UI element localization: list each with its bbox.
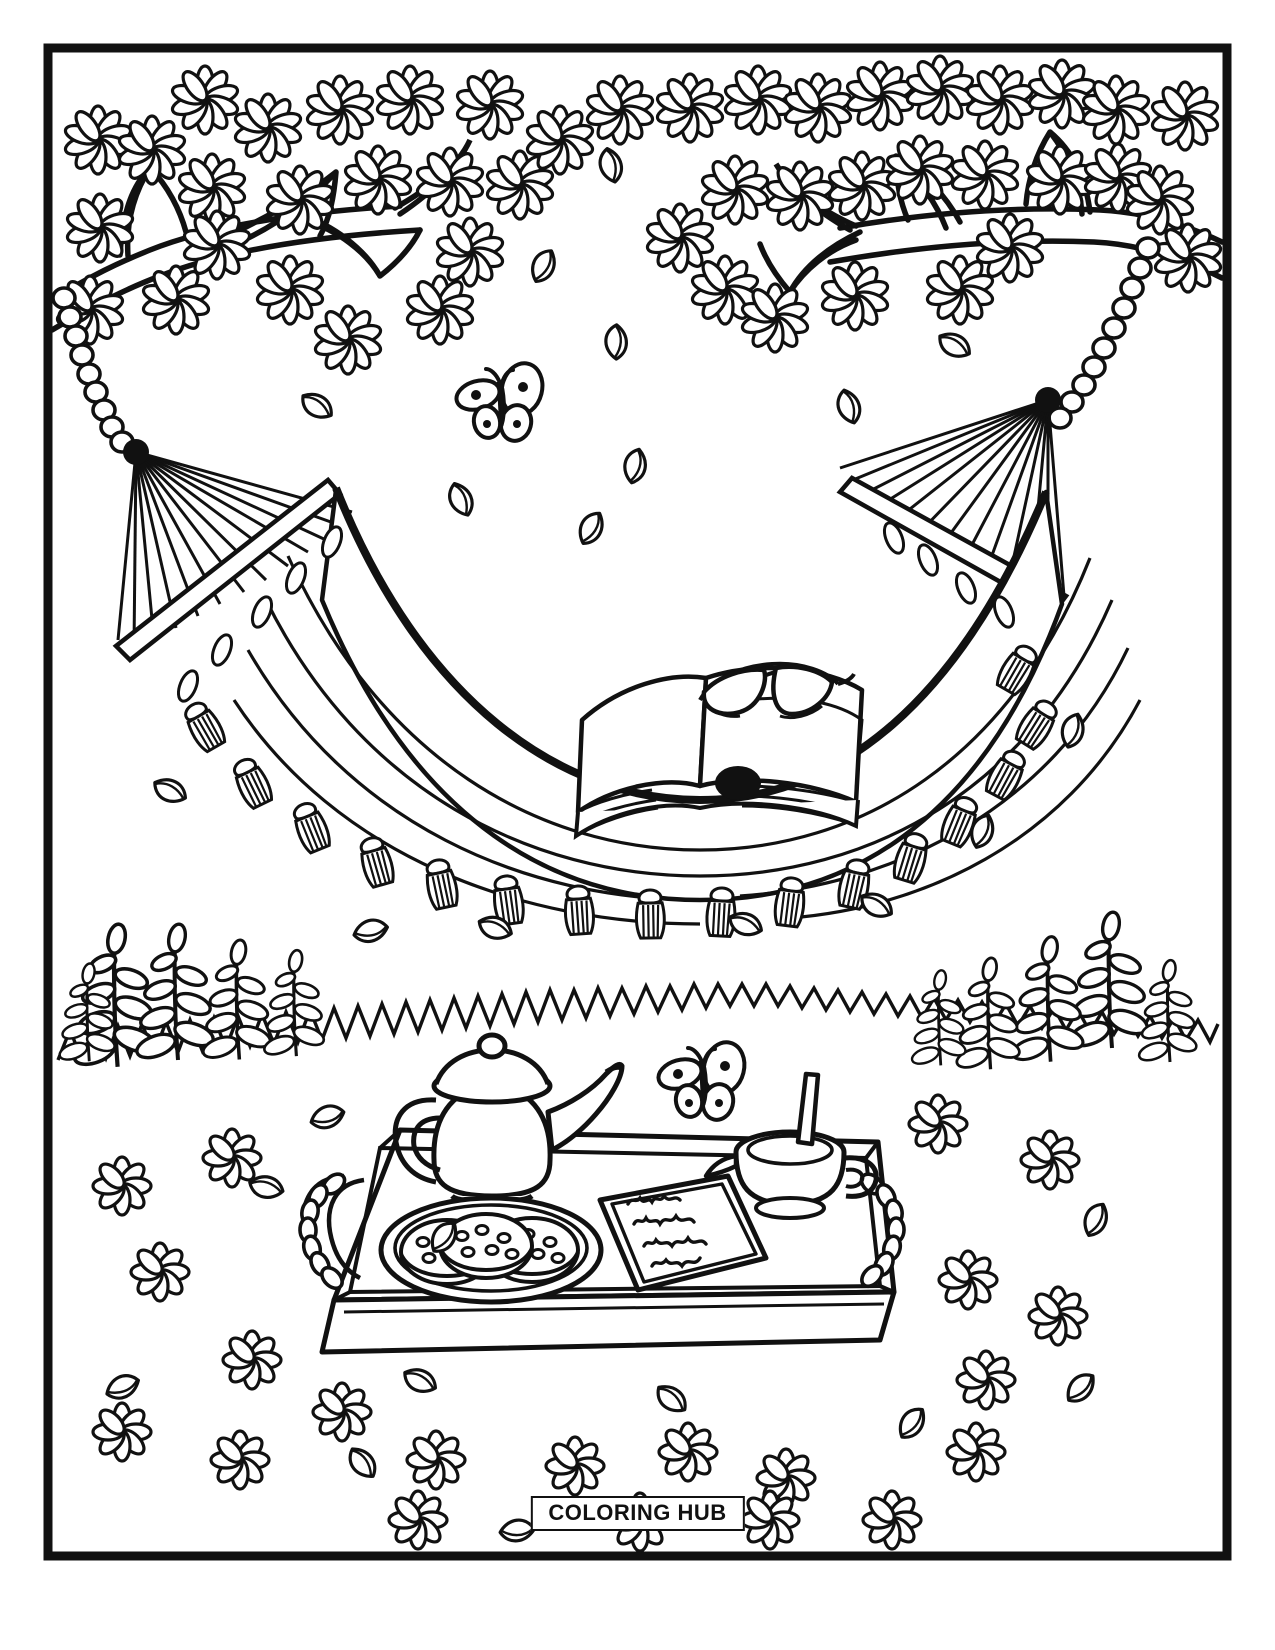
butterfly-upper [450, 356, 550, 447]
butterfly-lower [652, 1035, 752, 1126]
beaded-rope-right [1047, 236, 1161, 430]
foliage-left [56, 923, 328, 1070]
teapot [392, 1032, 625, 1205]
page-border [43, 43, 1232, 1561]
recipe-card [597, 1173, 769, 1293]
eyeglasses [698, 661, 856, 720]
hammock-spreader-bar-left [112, 476, 344, 664]
teacup [703, 1071, 879, 1220]
cookie-plate [378, 1195, 604, 1305]
card-script-lines [626, 1192, 708, 1270]
tree-blossoms [53, 54, 1225, 376]
tray-handle-left [298, 1172, 365, 1291]
foliage-right [908, 908, 1201, 1073]
coloring-hub-logo: COLORING HUB [530, 1496, 745, 1531]
hammock [112, 387, 1142, 940]
serving-tray [298, 1032, 906, 1355]
